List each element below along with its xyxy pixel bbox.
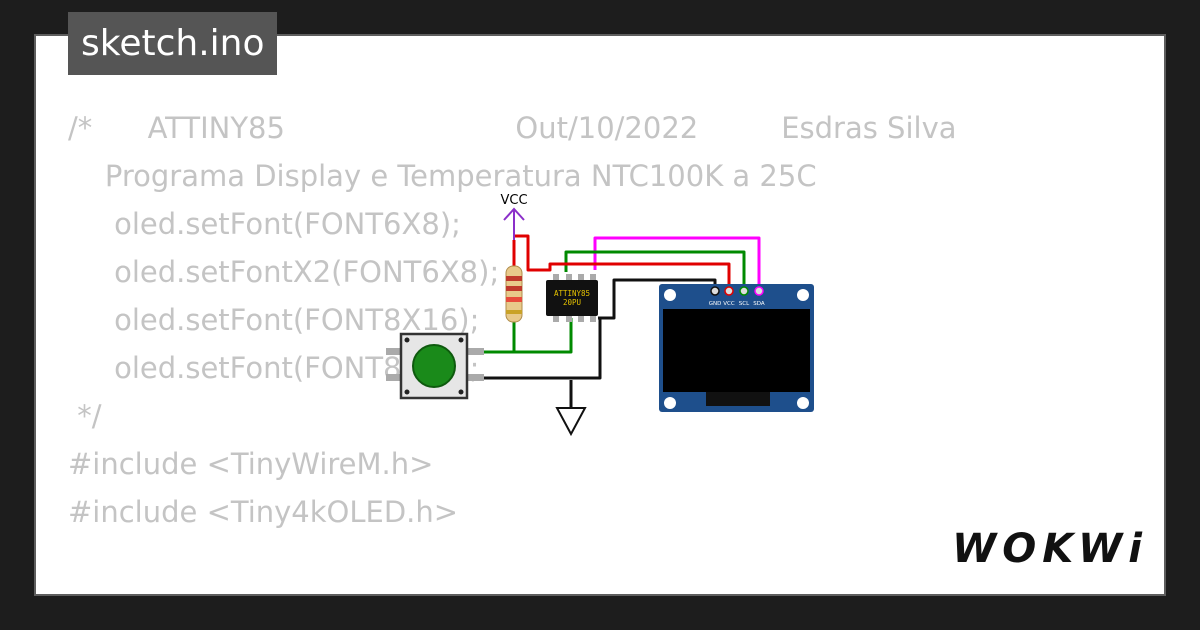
code-line-3: oled.setFont(FONT6X8); [68, 207, 461, 241]
button-cap[interactable] [412, 344, 456, 388]
oled-display[interactable]: GND VCC SCL SDA [659, 284, 814, 412]
vcc-label: VCC [500, 193, 527, 208]
code-line-7: */ [68, 399, 102, 433]
gnd-wire [484, 318, 602, 380]
gnd-wire-oled [598, 278, 717, 320]
code-line-8: #include <TinyWireM.h> [68, 447, 434, 481]
oled-screen [663, 309, 810, 392]
chip-label: ATTINY85 [554, 289, 590, 298]
button-wire [484, 318, 573, 354]
attiny85-chip[interactable]: ATTINY85 20PU [546, 274, 598, 322]
scl-wire [564, 250, 746, 291]
vcc-symbol: VCC [500, 193, 528, 268]
code-preview: /* ATTINY85 Out/10/2022 Esdras Silva Pro… [68, 104, 957, 594]
wokwi-logo: WOKWi [952, 526, 1148, 578]
code-line-5: oled.setFont(FONT8X16); [68, 303, 480, 337]
sda-wire [593, 236, 761, 291]
code-line-4: oled.setFontX2(FONT6X8); [68, 255, 500, 289]
file-title: sketch.ino [68, 12, 278, 75]
preview-card: /* ATTINY85 Out/10/2022 Esdras Silva Pro… [34, 34, 1166, 596]
oled-pin-sda: SDA [753, 301, 765, 307]
wokwi-logo-text: WOKWi [952, 526, 1148, 572]
resistor[interactable] [505, 265, 523, 323]
code-line-11: #define buttonPin PB3 [68, 584, 957, 594]
oled-pin-gnd: GND [709, 301, 722, 307]
vcc-wire [514, 234, 731, 291]
code-line-9: #include <Tiny4kOLED.h> [68, 495, 459, 529]
oled-pin-vcc: VCC [723, 301, 735, 307]
code-line-2: Programa Display e Temperatura NTC100K a… [68, 159, 817, 193]
code-line-1: /* ATTINY85 Out/10/2022 Esdras Silva [68, 111, 957, 145]
ground-symbol [555, 407, 587, 437]
chip-sublabel: 20PU [563, 298, 581, 307]
oled-pin-scl: SCL [739, 301, 750, 307]
push-button[interactable] [386, 332, 484, 400]
